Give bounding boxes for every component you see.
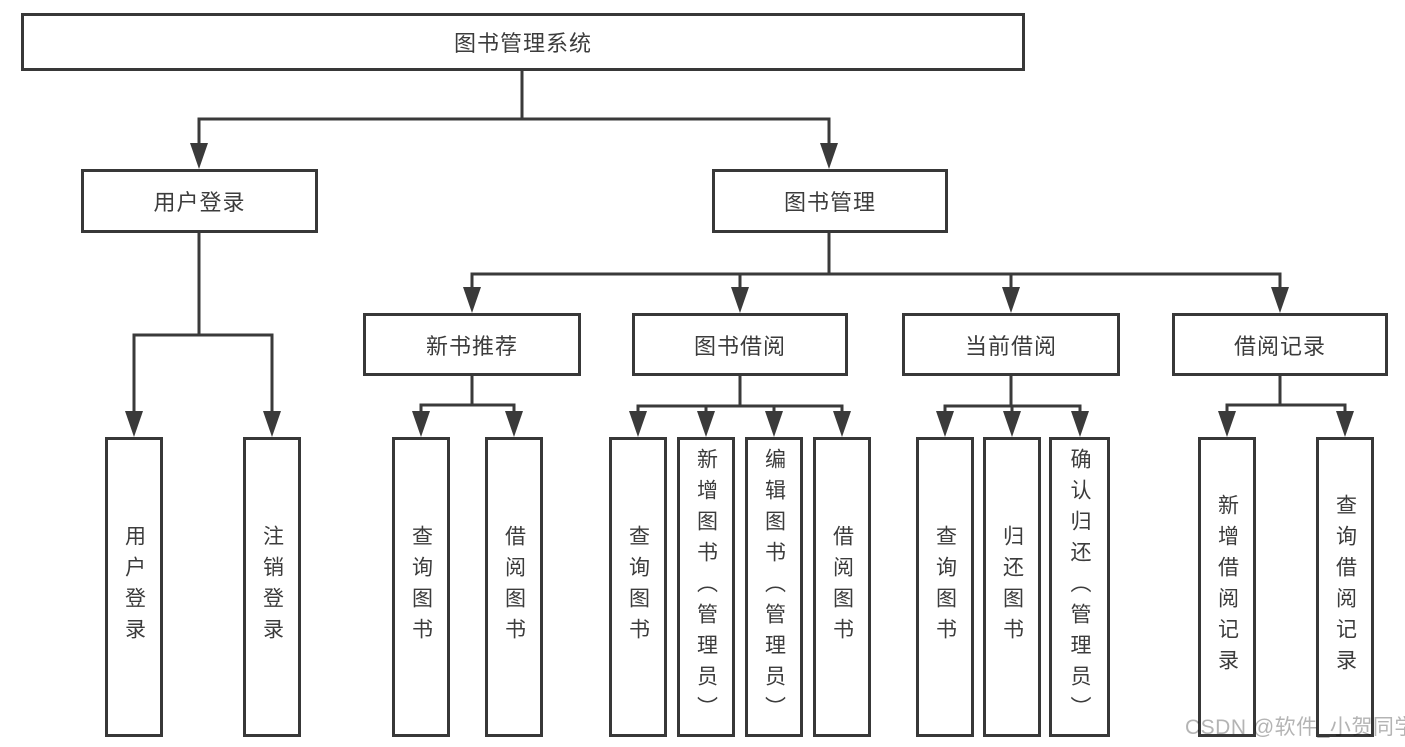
node-label: 图书借阅 — [693, 333, 786, 359]
leaf-label: 用户登录 — [122, 525, 146, 649]
csdn-watermark: CSDN @软件_小贺同学 — [1185, 716, 1405, 739]
connector-records-to-leaves — [1218, 374, 1354, 437]
leaf-query-book-2: 查询图书 — [609, 437, 667, 737]
leaf-label: 查询图书 — [409, 525, 433, 649]
node-label: 当前借阅 — [964, 333, 1057, 359]
leaf-label: 确认归还（管理员） — [1068, 447, 1091, 727]
leaf-label: 注销登录 — [260, 525, 284, 649]
leaf-label: 查询图书 — [933, 525, 957, 649]
leaf-logout: 注销登录 — [243, 437, 301, 737]
node-user-login-module: 用户登录 — [81, 169, 318, 233]
connector-current-to-leaves — [936, 374, 1089, 437]
leaf-label: 查询借阅记录 — [1333, 494, 1357, 680]
node-current-borrow: 当前借阅 — [902, 313, 1120, 376]
connector-borrow-to-leaves — [629, 374, 851, 437]
leaf-label: 新增图书（管理员） — [694, 447, 718, 727]
node-root-label: 图书管理系统 — [453, 31, 592, 56]
node-label: 新书推荐 — [425, 333, 518, 359]
node-borrow-records: 借阅记录 — [1172, 313, 1388, 376]
connector-root-to-level2 — [190, 68, 838, 169]
leaf-label: 借阅图书 — [830, 525, 854, 649]
connector-newbook-to-leaves — [412, 374, 523, 437]
leaf-confirm-return-admin: 确认归还（管理员） — [1049, 437, 1110, 737]
leaf-add-book-admin: 新增图书（管理员） — [677, 437, 735, 737]
leaf-add-borrow-record: 新增借阅记录 — [1198, 437, 1256, 737]
node-book-mgmt-module: 图书管理 — [712, 169, 948, 233]
node-root-system: 图书管理系统 — [21, 13, 1025, 71]
leaf-label: 归还图书 — [1000, 525, 1024, 649]
leaf-edit-book-admin: 编辑图书（管理员） — [745, 437, 803, 737]
leaf-query-borrow-record: 查询借阅记录 — [1316, 437, 1374, 737]
leaf-query-book-3: 查询图书 — [916, 437, 974, 737]
leaf-borrow-book-2: 借阅图书 — [813, 437, 871, 737]
leaf-label: 新增借阅记录 — [1215, 494, 1239, 680]
node-new-book-recommend: 新书推荐 — [363, 313, 581, 376]
connector-login-to-leaves — [125, 231, 281, 437]
leaf-label: 编辑图书（管理员） — [762, 447, 786, 727]
node-label: 借阅记录 — [1233, 333, 1326, 359]
node-label: 用户登录 — [153, 190, 246, 215]
leaf-label: 查询图书 — [626, 525, 650, 649]
node-label: 图书管理 — [783, 190, 876, 215]
leaf-label: 借阅图书 — [502, 525, 526, 649]
leaf-user-login: 用户登录 — [105, 437, 163, 737]
leaf-return-book: 归还图书 — [983, 437, 1041, 737]
node-book-borrow: 图书借阅 — [632, 313, 848, 376]
leaf-query-book-1: 查询图书 — [392, 437, 450, 737]
leaf-borrow-book-1: 借阅图书 — [485, 437, 543, 737]
connector-mgmt-to-level3 — [463, 231, 1289, 313]
